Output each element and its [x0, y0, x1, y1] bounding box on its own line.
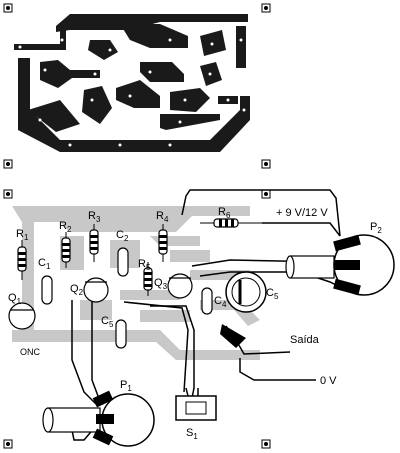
resistor-r2: [61, 232, 71, 268]
label-r4: R4: [156, 210, 169, 224]
capacitor-c5-small: [115, 319, 127, 349]
output-terminal: [220, 324, 246, 348]
label-q1: Q1: [8, 292, 22, 306]
label-saida: Saída: [290, 334, 320, 346]
resistor-r1: [17, 240, 27, 280]
capacitors: [41, 247, 213, 349]
label-q2: Q2: [70, 283, 84, 297]
pcb-corner-marks: [3, 3, 271, 169]
label-c5-electrolytic: C5: [266, 287, 279, 301]
switch-s1: [175, 387, 217, 421]
label-p1: P1: [120, 379, 132, 393]
label-r2: R2: [59, 220, 72, 234]
transistor-q1: [8, 302, 36, 330]
label-onc: ONC: [20, 347, 41, 357]
resistor-r5: [143, 262, 153, 296]
resistor-r3: [89, 224, 99, 262]
copper-traces: [14, 14, 250, 152]
wire-p1-a: [71, 300, 97, 405]
label-s1: S1: [186, 427, 198, 441]
corner-mark: [3, 3, 13, 13]
label-p2: P2: [370, 221, 382, 235]
label-ground: 0 V: [320, 375, 337, 387]
corner-mark: [261, 3, 271, 13]
corner-mark: [261, 159, 271, 169]
label-r1: R1: [16, 228, 29, 242]
corner-mark: [3, 159, 13, 169]
resistor-r4: [158, 224, 168, 262]
wire-ground: [239, 358, 316, 381]
component-labels: R1 R2 R3 R4 R5 R6 C1 C2 C4 C5 C5 Q1 Q2 Q…: [8, 206, 382, 441]
capacitor-c4: [201, 287, 213, 315]
label-r5: R5: [138, 258, 151, 272]
label-c1: C1: [38, 257, 51, 271]
transistor-q2: [83, 277, 109, 303]
potentiometer-p1: [42, 390, 155, 447]
transistor-q3: [167, 273, 193, 299]
resistor-r6: [200, 218, 262, 228]
component-layout: R1 R2 R3 R4 R5 R6 C1 C2 C4 C5 C5 Q1 Q2 Q…: [3, 189, 395, 449]
label-supply: + 9 V/12 V: [276, 207, 328, 219]
wire-r6-supply: [262, 222, 341, 237]
label-q3: Q3: [154, 277, 168, 291]
label-c2: C2: [116, 229, 129, 243]
label-c5-small: C5: [101, 315, 114, 329]
label-c4: C4: [214, 295, 227, 309]
wire-s1-b: [123, 301, 189, 393]
pcb-drill-holes: [18, 38, 246, 147]
potentiometer-p2: [285, 234, 395, 296]
wire-supply: [181, 189, 341, 237]
transistors: [8, 273, 193, 330]
label-r6: R6: [218, 206, 231, 220]
capacitor-c2: [117, 247, 129, 277]
capacitor-c5-electrolytic: [225, 271, 267, 313]
label-r3: R3: [88, 210, 101, 224]
capacitor-c1: [41, 275, 53, 305]
pcb-copper-layout: [3, 3, 271, 169]
wire-s1-a: [150, 305, 195, 399]
